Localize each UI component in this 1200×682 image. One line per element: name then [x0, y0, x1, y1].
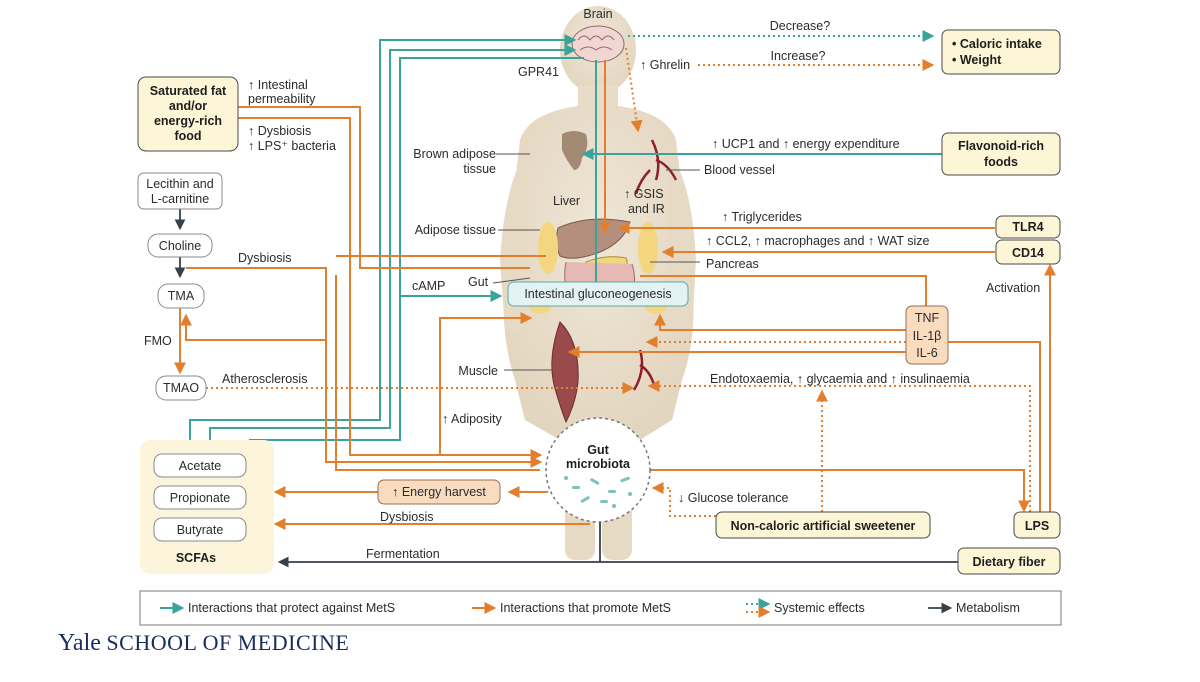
tmao-node: TMAO [155, 375, 207, 401]
gpr41-label: GPR41 [518, 65, 559, 79]
sweetener-label: Non-caloric artificial sweetener [731, 519, 916, 533]
acetate-node: Acetate [153, 453, 247, 478]
tmao-label: TMAO [163, 381, 199, 395]
tlr4-node: TLR4 [995, 215, 1061, 239]
lecithin-label-2: L-carnitine [151, 192, 209, 206]
energy-harvest-label: ↑ Energy harvest [392, 485, 486, 499]
glucose-tolerance-label: ↓ Glucose tolerance [678, 491, 789, 505]
brown-adipose-label-2: tissue [463, 162, 496, 176]
atherosclerosis-label: Atherosclerosis [222, 372, 307, 386]
camp-label: cAMP [412, 279, 445, 293]
fmo-label: FMO [144, 334, 172, 348]
caloric-intake-label: • Caloric intake [952, 37, 1042, 51]
lps-node: LPS [1013, 511, 1061, 539]
int-perm-label-2: permeability [248, 92, 316, 106]
flavonoid-node: Flavonoid-rich foods [941, 132, 1061, 176]
brain-organ [571, 25, 625, 63]
butyrate-label: Butyrate [177, 523, 224, 537]
blood-vessel-upper [634, 139, 678, 195]
lecithin-label-1: Lecithin and [146, 177, 213, 191]
dysbiosis-top-label: ↑ Dysbiosis [248, 124, 311, 138]
lecithin-node: Lecithin and L-carnitine [137, 172, 223, 210]
flavonoid-label-2: foods [984, 155, 1018, 169]
dysbiosis-low-label: Dysbiosis [380, 510, 434, 524]
gut-microbiota-label-2: microbiota [566, 457, 631, 471]
butyrate-node: Butyrate [153, 517, 247, 542]
caloric-intake-node: • Caloric intake • Weight [941, 29, 1061, 75]
sat-fat-line-1: Saturated fat [150, 84, 227, 98]
brain-label: Brain [583, 7, 612, 21]
int-perm-label-1: ↑ Intestinal [248, 78, 308, 92]
sat-fat-line-2: and/or [169, 99, 207, 113]
gsis-label-1: ↑ GSIS [624, 187, 664, 201]
gut-microbiota-node: Gut microbiota [545, 417, 651, 523]
cytokines-node: TNF IL-1β IL-6 [905, 305, 949, 365]
adipose-tissue-label: Adipose tissue [415, 223, 496, 237]
sat-fat-line-3: energy-rich [154, 114, 222, 128]
triglycerides-label: ↑ Triglycerides [722, 210, 802, 224]
muscle-label: Muscle [458, 364, 498, 378]
sat-fat-line-4: food [174, 129, 201, 143]
fermentation-label: Fermentation [366, 547, 440, 561]
legend-metabolism-label: Metabolism [956, 601, 1020, 615]
tma-label: TMA [168, 289, 195, 303]
activation-label: Activation [986, 281, 1040, 295]
legend-systemic-label: Systemic effects [774, 601, 865, 615]
endotoxaemia-label: Endotoxaemia, ↑ glycaemia and ↑ insulina… [710, 372, 970, 386]
footer-school: SCHOOL OF MEDICINE [106, 630, 350, 655]
scfas-label: SCFAs [176, 551, 216, 565]
gut-label: Gut [468, 275, 489, 289]
gsis-label-2: and IR [628, 202, 665, 216]
cd14-node: CD14 [995, 239, 1061, 265]
energy-harvest-node: ↑ Energy harvest [377, 479, 501, 505]
legend: Interactions that protect against MetS I… [139, 590, 1062, 626]
cd14-label: CD14 [1012, 246, 1044, 260]
flavonoid-label-1: Flavonoid-rich [958, 139, 1044, 153]
ghrelin-label: ↑ Ghrelin [640, 58, 690, 72]
liver-label: Liver [553, 194, 580, 208]
lps-bacteria-label: ↑ LPS⁺ bacteria [248, 139, 336, 153]
legend-protect-label: Interactions that protect against MetS [188, 601, 395, 615]
tlr4-label: TLR4 [1012, 220, 1043, 234]
dietary-fiber-node: Dietary fiber [957, 547, 1061, 575]
propionate-label: Propionate [170, 491, 231, 505]
adipose-right [638, 222, 658, 274]
saturated-fat-node: Saturated fat and/or energy-rich food [137, 76, 239, 152]
yale-footer-logo: Yale SCHOOL OF MEDICINE [58, 630, 349, 657]
brown-adipose-organ [562, 131, 588, 170]
adiposity-label: ↑ Adiposity [442, 412, 503, 426]
tnf-label: TNF [915, 311, 940, 325]
intestinal-gluco-label: Intestinal gluconeogenesis [524, 287, 671, 301]
il6-label: IL-6 [916, 346, 938, 360]
ucp1-label: ↑ UCP1 and ↑ energy expenditure [712, 137, 900, 151]
weight-label: • Weight [952, 53, 1002, 67]
blood-vessel-label: Blood vessel [704, 163, 775, 177]
choline-node: Choline [147, 233, 213, 258]
decrease-label: Decrease? [770, 19, 830, 33]
footer-yale: Yale [58, 630, 101, 656]
increase-label: Increase? [771, 49, 826, 63]
intestinal-gluconeogenesis-node: Intestinal gluconeogenesis [507, 281, 689, 307]
gut-microbiota-label-1: Gut [587, 443, 609, 457]
adipose-left [538, 222, 558, 274]
dietary-fiber-label: Dietary fiber [973, 555, 1046, 569]
choline-label: Choline [159, 239, 201, 253]
lps-label: LPS [1025, 519, 1049, 533]
brown-adipose-label-1: Brown adipose [413, 147, 496, 161]
dysbiosis-mid-label: Dysbiosis [238, 251, 292, 265]
tma-node: TMA [157, 283, 205, 309]
propionate-node: Propionate [153, 485, 247, 510]
il1b-label: IL-1β [913, 329, 942, 343]
ccl2-label: ↑ CCL2, ↑ macrophages and ↑ WAT size [706, 234, 930, 248]
sweetener-node: Non-caloric artificial sweetener [715, 511, 931, 539]
legend-promote-label: Interactions that promote MetS [500, 601, 671, 615]
pancreas-label: Pancreas [706, 257, 759, 271]
acetate-label: Acetate [179, 459, 221, 473]
